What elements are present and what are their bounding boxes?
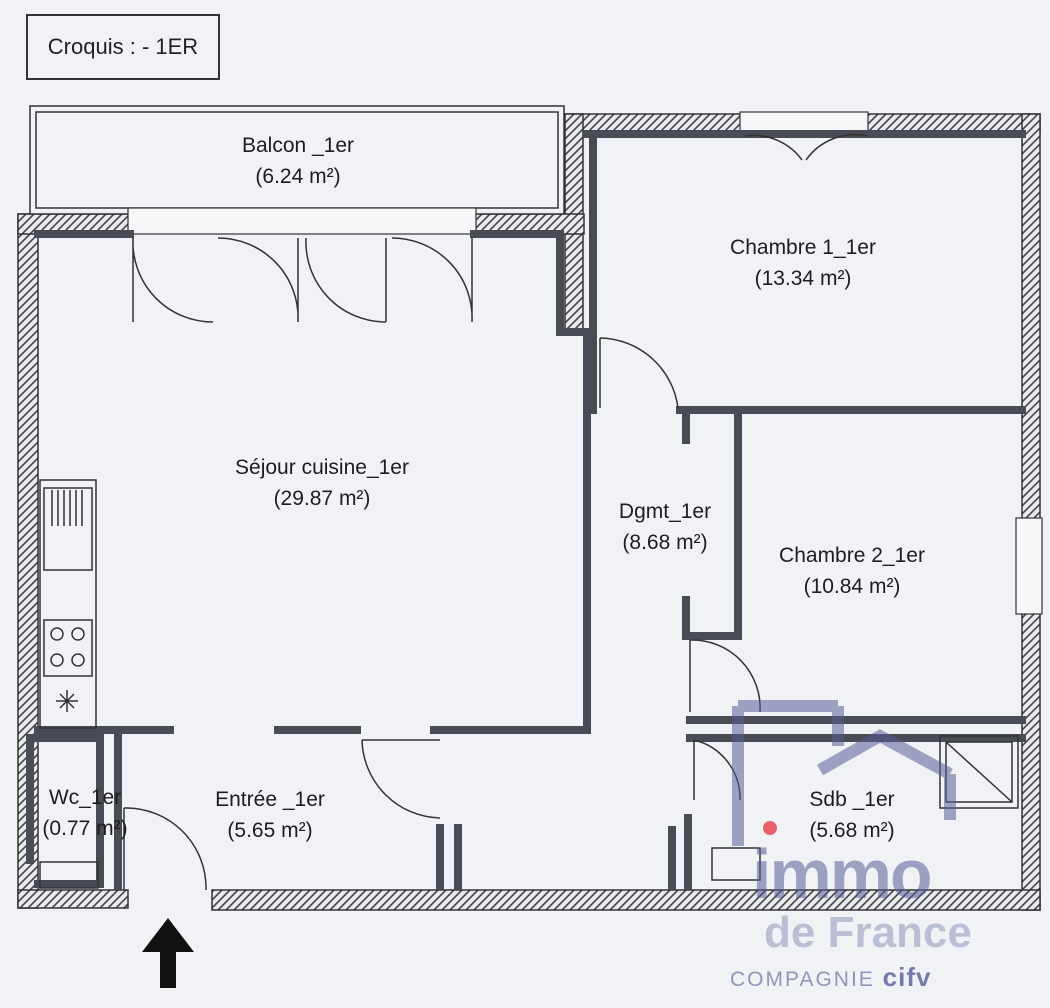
room-area: (6.24 m²) [255,165,341,188]
room-name: Entrée _1er [215,788,325,811]
exterior-walls [17,113,1041,911]
room-name: Dgmt_1er [618,500,712,523]
watermark-company-text: COMPAGNIE [730,968,875,991]
room-name: Wc_1er [48,786,122,809]
windows [127,111,1043,615]
entrance-arrow-icon [142,918,194,988]
room-name: Chambre 1_1er [730,236,876,259]
watermark-house-icon [732,700,956,846]
room-area: (5.65 m²) [227,819,313,842]
watermark-subtitle: de France [764,908,972,957]
interior-walls [26,130,1026,890]
room-label-dgmt: Dgmt_1er (8.68 m²) [619,496,711,558]
room-label-sejour: Séjour cuisine_1er (29.87 m²) [235,452,409,514]
watermark-company: COMPAGNIE cifv [730,962,931,993]
kitchen-counter [39,479,97,729]
room-name: Chambre 2_1er [779,544,925,567]
room-label-sdb: Sdb _1er (5.68 m²) [809,784,894,846]
sketch-title: Croquis : - 1ER [26,14,220,80]
watermark-company-mark: cifv [882,962,932,992]
room-area: (5.68 m²) [809,819,895,842]
balcony [29,105,565,215]
room-name: Sdb _1er [809,788,895,811]
room-area: (10.84 m²) [803,575,901,598]
room-area: (29.87 m²) [273,487,371,510]
room-label-wc: Wc_1er (0.77 m²) [42,782,127,844]
room-area: (13.34 m²) [754,267,852,290]
room-label-balcon: Balcon _1er (6.24 m²) [242,130,354,192]
room-label-chambre1: Chambre 1_1er (13.34 m²) [730,232,876,294]
room-name: Séjour cuisine_1er [235,456,409,479]
room-name: Balcon _1er [241,134,355,157]
room-label-chambre2: Chambre 2_1er (10.84 m²) [779,540,925,602]
watermark-dot [763,821,777,835]
doors [123,133,869,891]
room-area: (0.77 m²) [42,817,128,840]
room-label-entree: Entrée _1er (5.65 m²) [215,784,325,846]
room-area: (8.68 m²) [622,531,708,554]
watermark-brand: immo [752,835,933,913]
